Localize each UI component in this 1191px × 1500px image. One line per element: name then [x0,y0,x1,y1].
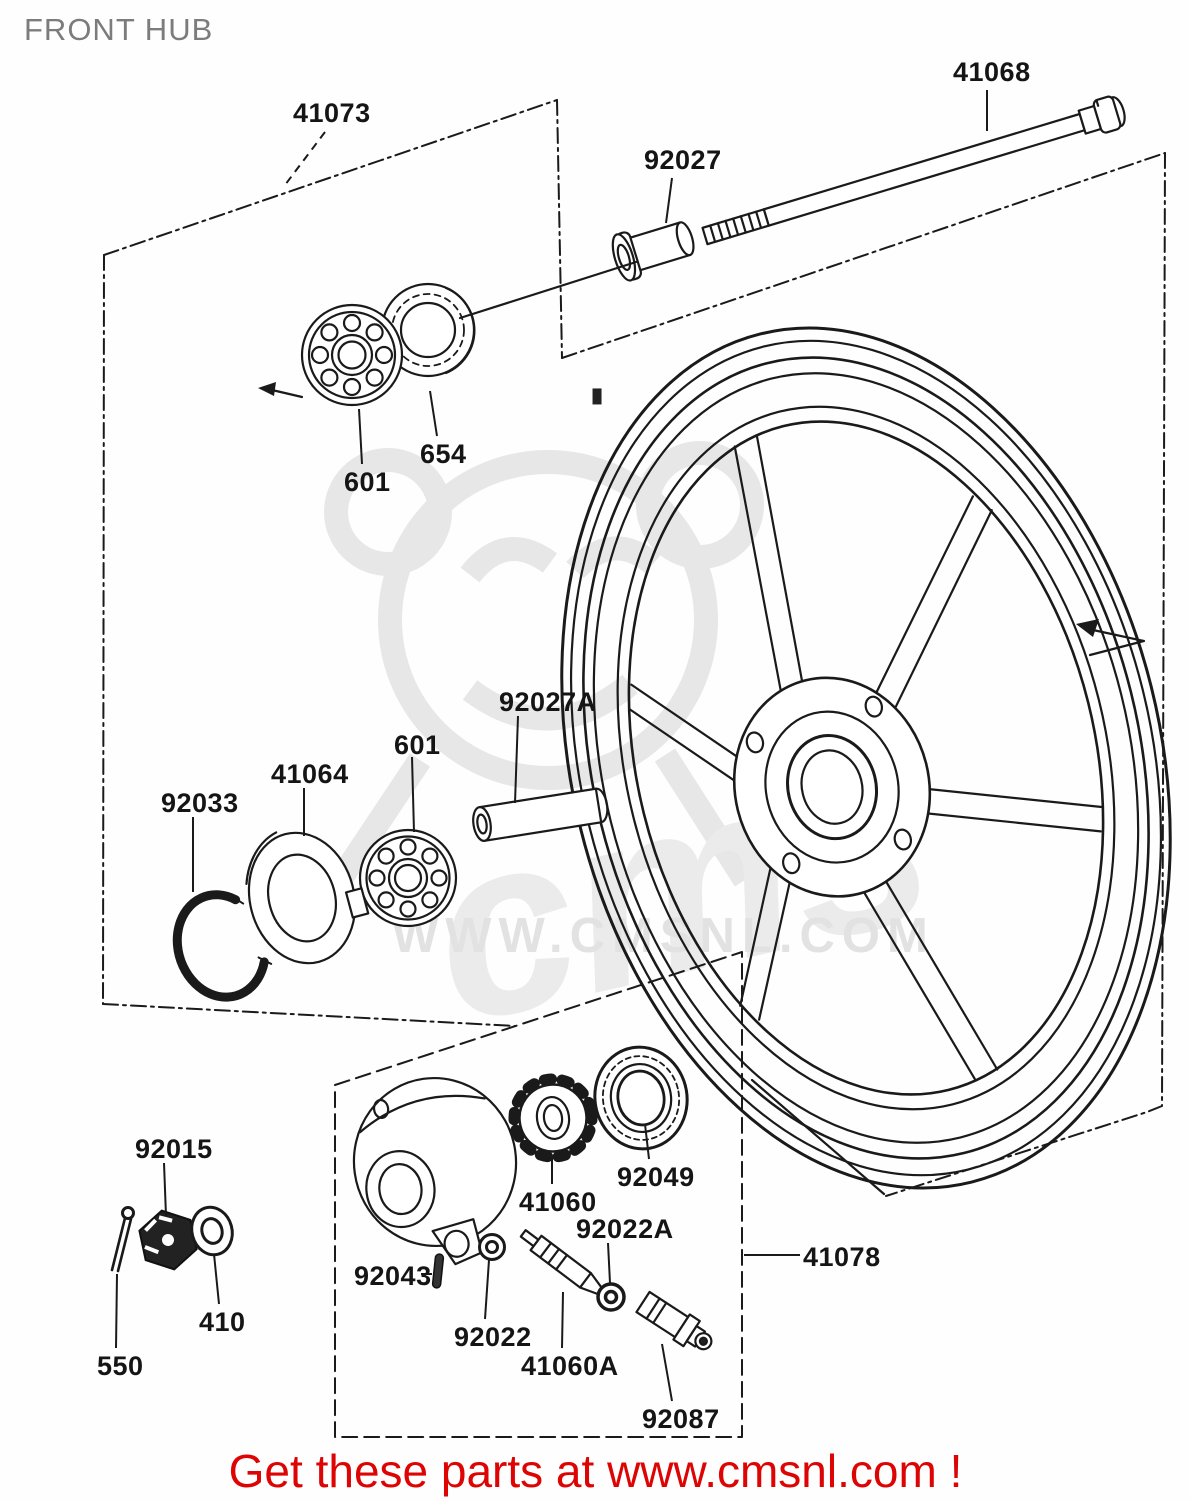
speedo-assembly-box [334,951,743,1438]
part-label-92022: 92022 [454,1322,532,1352]
front-wheel [560,326,1172,1190]
group-panel-outlines [102,99,1166,1197]
leader-92022 [484,1259,490,1320]
washer-92022A [596,1282,626,1312]
valve-stem [592,388,602,405]
part-label-41060A: 41060A [521,1351,619,1381]
part-label-601-lower: 601 [394,730,441,760]
assembly-axis-line-upper [458,260,638,320]
leader-550 [115,1273,118,1349]
speedo-housing [352,1076,518,1266]
leader-92015 [163,1162,167,1217]
part-label-92033: 92033 [161,788,239,818]
cmsnl-url-watermark: WWW.CMSNL.COM [392,909,935,963]
part-label-410: 410 [199,1307,246,1337]
part-label-550: 550 [97,1351,144,1381]
part-label-41068: 41068 [953,57,1031,87]
washer-410 [190,1205,234,1257]
fitting-92087 [635,1290,713,1351]
speedo-gear-41060 [508,1073,598,1163]
wheel-spokes [627,435,1105,1081]
leader-92027 [665,177,673,224]
leader-601-lower [411,756,415,833]
footer-promo-text: Get these parts at www.cmsnl.com ! [228,1445,963,1497]
part-label-601-upper: 601 [344,467,391,497]
leader-601-upper [358,408,363,465]
part-label-41078: 41078 [803,1242,881,1272]
part-label-41064: 41064 [271,759,349,789]
part-label-41073: 41073 [293,98,371,128]
leader-654 [429,390,438,437]
leader-41060A [561,1291,564,1349]
spacer-92027A [472,787,609,842]
bushing-92027 [611,221,695,282]
leader-92049 [644,1123,650,1160]
part-label-92027: 92027 [644,145,722,175]
part-label-92015: 92015 [135,1134,213,1164]
part-label-92043: 92043 [354,1261,432,1291]
part-label-654: 654 [420,439,467,469]
part-label-92049: 92049 [617,1162,695,1192]
leader-410 [213,1253,220,1305]
castle-nut-92015 [138,1209,198,1271]
axle-41068 [701,95,1126,246]
leader-92027A [514,715,519,804]
page-title: FRONT HUB [24,12,214,47]
retainer-41064 [245,831,370,965]
bearing-601-lower [358,828,458,928]
pin-92043 [431,1253,445,1289]
part-label-92087: 92087 [642,1404,720,1434]
part-label-41060: 41060 [519,1187,597,1217]
cotter-pin-550 [110,1206,135,1273]
leader-41073 [284,131,326,186]
leader-92022A [607,1242,611,1284]
part-label-92022A: 92022A [576,1214,674,1244]
rotation-arrow [1076,619,1146,657]
bearing-601-upper [300,303,404,407]
part-label-92027A: 92027A [499,687,597,717]
leader-92087 [661,1343,673,1402]
insert-direction-arrow [258,382,304,399]
wheel-hub [732,676,932,898]
circlip-92033 [172,890,273,1002]
assembly-axis-line-lower [750,1078,886,1196]
washer-92022 [478,1233,506,1261]
